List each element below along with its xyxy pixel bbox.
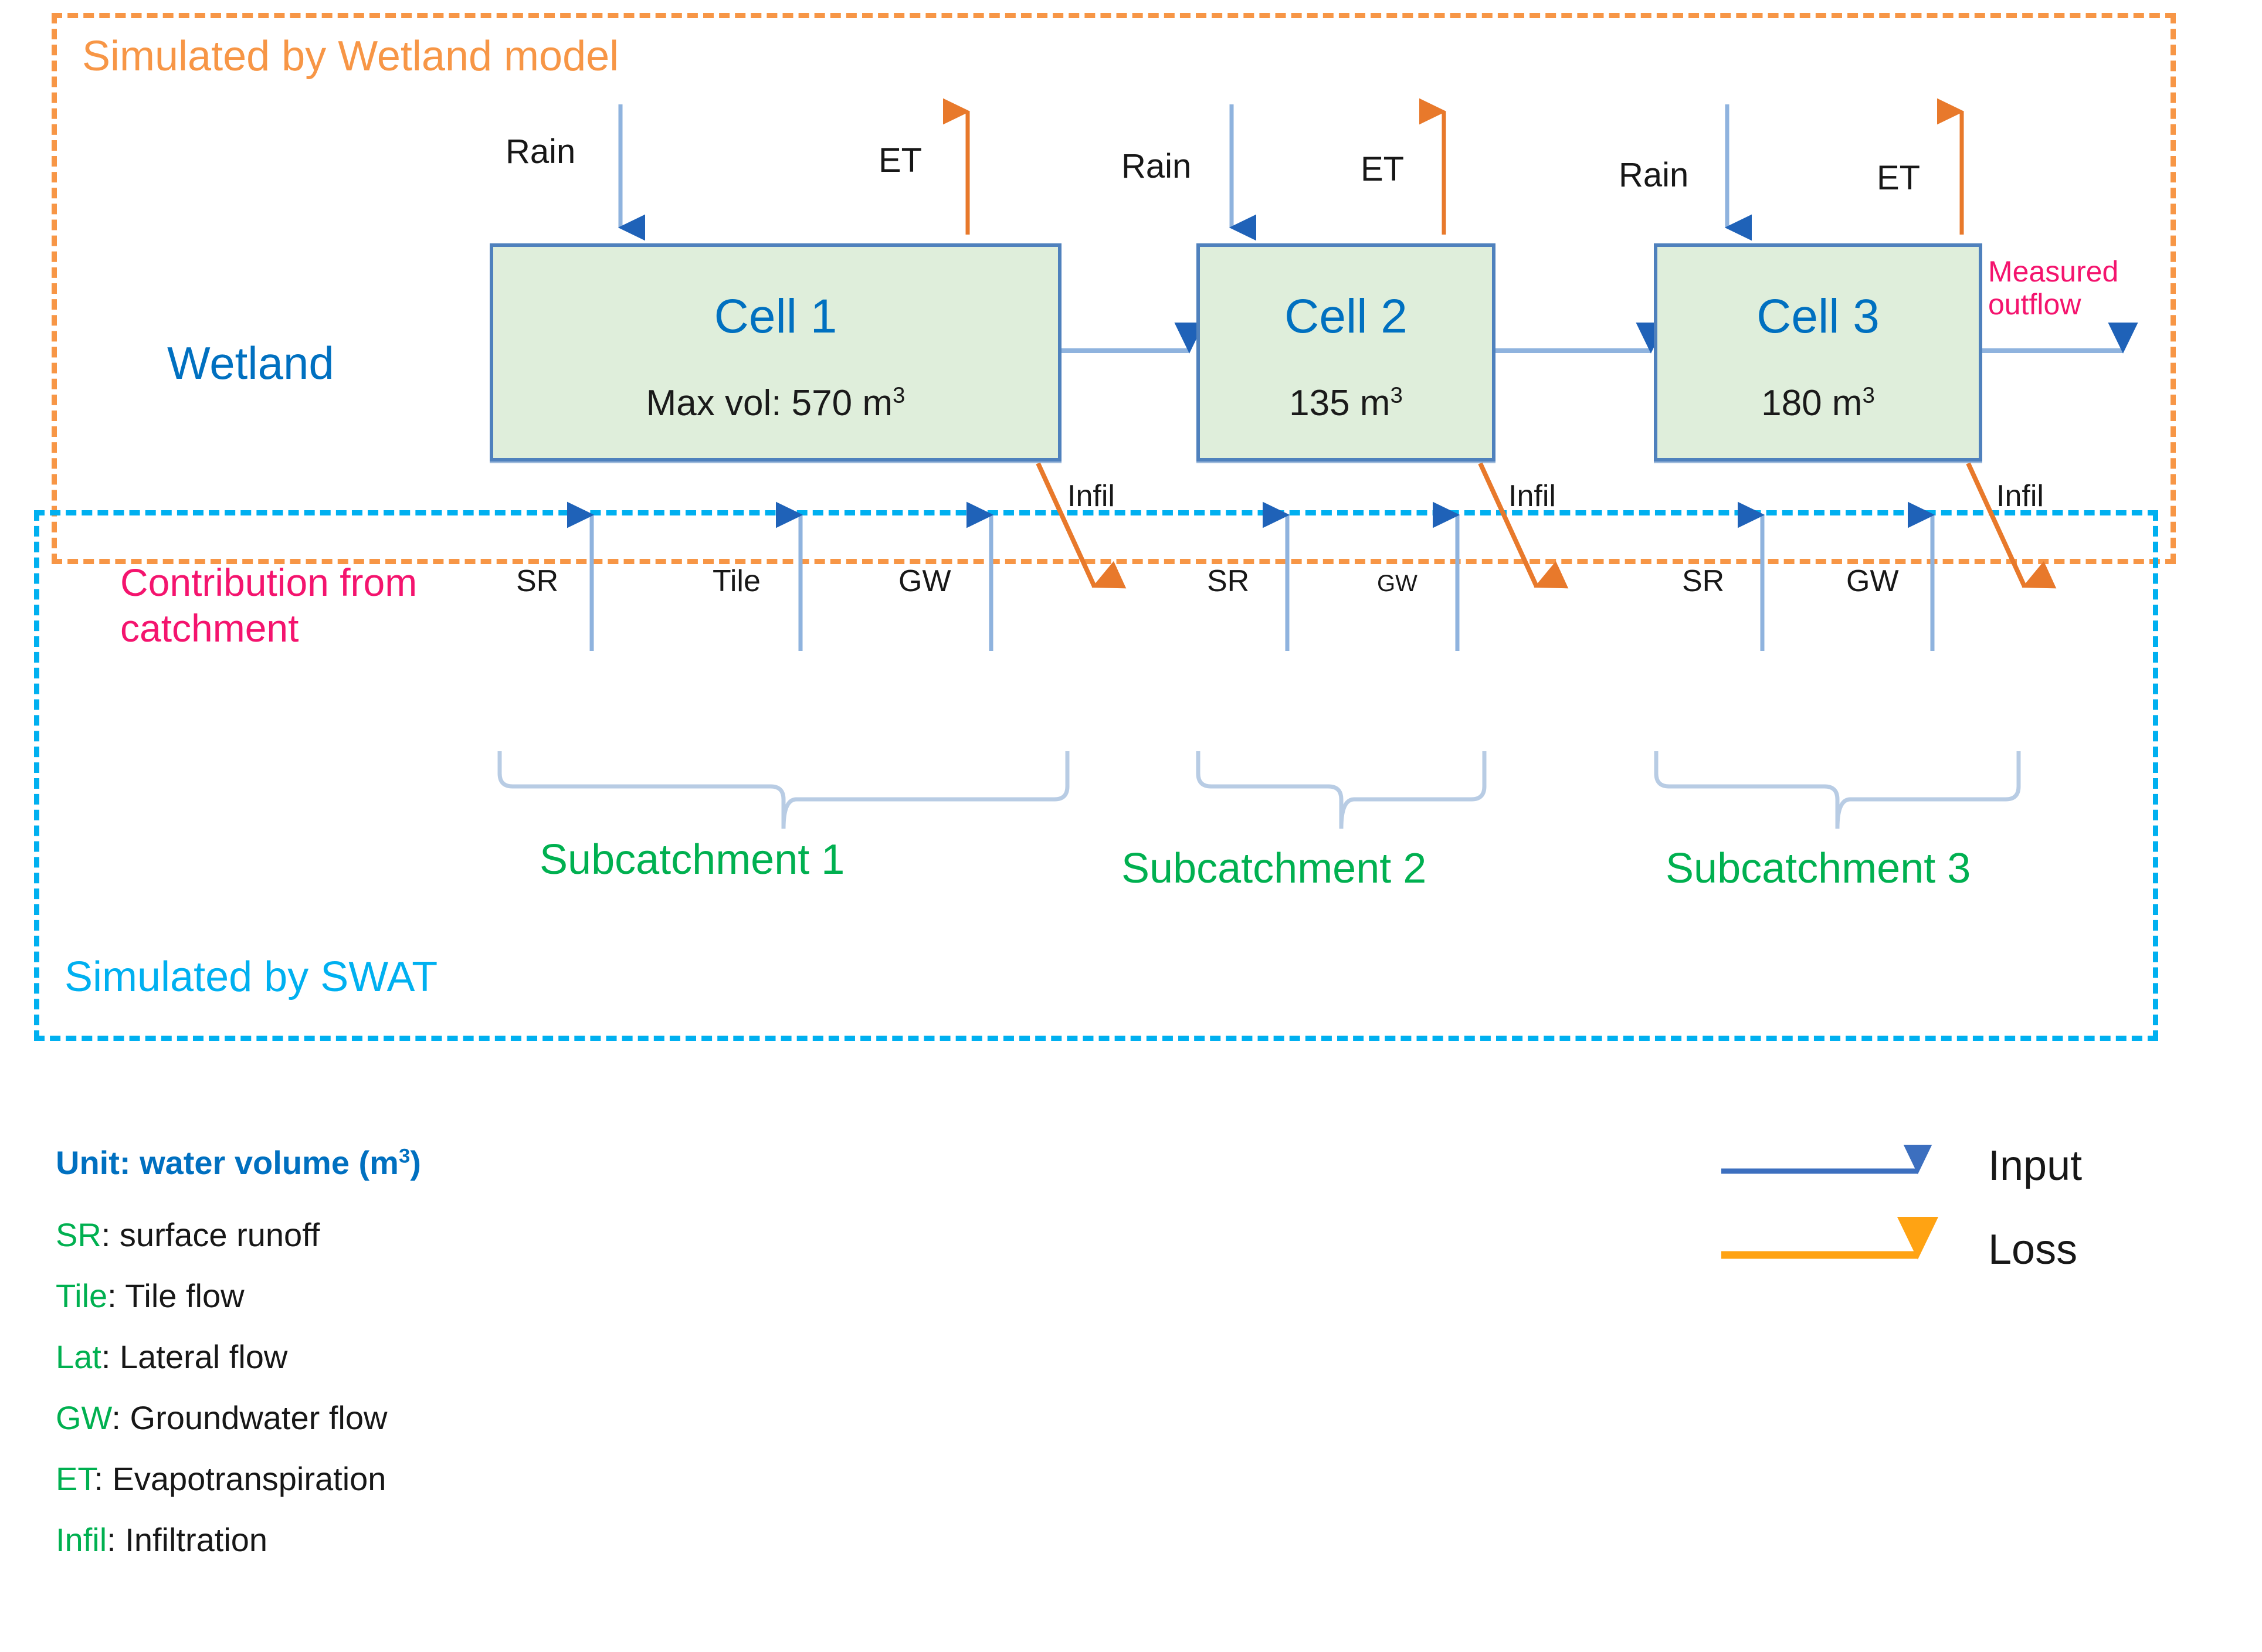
- flow-label-tile-1: Tile: [713, 564, 761, 598]
- legend-item-gw: GW: Groundwater flow: [56, 1399, 388, 1436]
- et-label-cell-1: ET: [879, 141, 923, 179]
- measured-outflow-label: Measured outflow: [1988, 255, 2119, 321]
- legend-arrow-input-label: Input: [1988, 1142, 2083, 1189]
- rain-label-cell-1: Rain: [506, 133, 576, 171]
- cell-2-volume: 135 m3: [1289, 382, 1403, 423]
- cell-3-volume: 180 m3: [1761, 382, 1875, 423]
- wetland-cell-3[interactable]: Cell 3 180 m3: [1654, 243, 1982, 462]
- cell-1-title: Cell 1: [714, 290, 837, 343]
- legend-unit: Unit: water volume (m3): [56, 1144, 421, 1181]
- wetland-cell-1[interactable]: Cell 1 Max vol: 570 m3: [490, 243, 1062, 462]
- region-wetland-model-label: Simulated by Wetland model: [82, 33, 619, 80]
- cell-2-title: Cell 2: [1284, 290, 1408, 343]
- infil-label-cell-1: Infil: [1067, 479, 1115, 513]
- legend-item-tile: Tile: Tile flow: [56, 1277, 245, 1314]
- et-label-cell-3: ET: [1877, 159, 1921, 197]
- legend-arrow-loss-label: Loss: [1988, 1226, 2078, 1273]
- et-label-cell-2: ET: [1361, 150, 1405, 188]
- contribution-label: Contribution from catchment: [120, 561, 418, 650]
- legend-item-sr: SR: surface runoff: [56, 1216, 320, 1253]
- legend-item-lat: Lat: Lateral flow: [56, 1338, 288, 1375]
- flow-label-sr-3: SR: [1682, 564, 1725, 598]
- region-swat-label: Simulated by SWAT: [65, 954, 438, 1000]
- cell-3-title: Cell 3: [1756, 290, 1880, 343]
- flow-label-gw-3: GW: [1846, 564, 1899, 598]
- infil-label-cell-3: Infil: [1996, 479, 2044, 513]
- flow-label-gw-2: GW: [1377, 571, 1417, 596]
- flow-label-sr-1: SR: [516, 564, 559, 598]
- wetland-label: Wetland: [167, 337, 334, 389]
- wetland-cell-2[interactable]: Cell 2 135 m3: [1196, 243, 1495, 462]
- cell-1-volume: Max vol: 570 m3: [646, 382, 906, 423]
- flow-label-gw-1: GW: [898, 564, 951, 598]
- rain-label-cell-3: Rain: [1619, 156, 1689, 194]
- subcatchment-1-label: Subcatchment 1: [540, 836, 845, 883]
- subcatchment-2-label: Subcatchment 2: [1121, 845, 1427, 892]
- infil-label-cell-2: Infil: [1508, 479, 1556, 513]
- flow-label-sr-2: SR: [1207, 564, 1250, 598]
- subcatchment-3-label: Subcatchment 3: [1666, 845, 1971, 892]
- rain-label-cell-2: Rain: [1121, 147, 1192, 185]
- legend-item-infil: Infil: Infiltration: [56, 1521, 268, 1558]
- legend-item-et: ET: Evapotranspiration: [56, 1460, 386, 1497]
